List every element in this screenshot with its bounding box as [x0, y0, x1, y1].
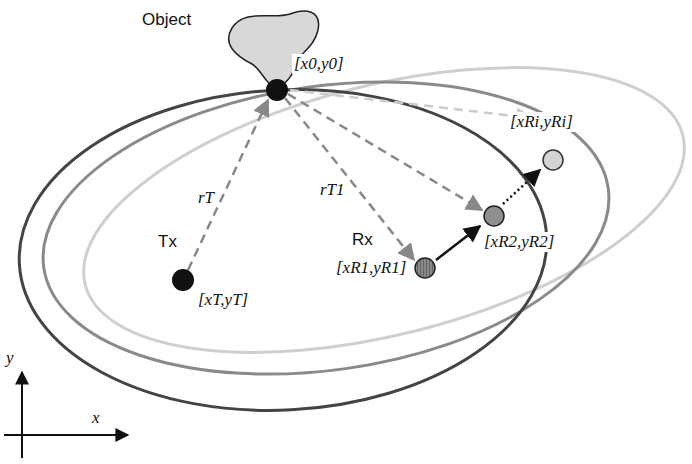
point-label: [xT,yT] — [196, 290, 250, 310]
point-label: [xRi,yRi] — [508, 112, 575, 132]
motion-arrow — [503, 170, 540, 204]
point-label: [xR1,yR1] — [334, 258, 408, 278]
reflection-point — [266, 79, 288, 101]
ellipse — [55, 14, 692, 406]
path-arrow — [188, 100, 268, 270]
receiver-point — [543, 150, 563, 170]
transmitter-point — [172, 269, 194, 291]
motion-arrow — [436, 226, 480, 260]
point-label: Rx — [350, 230, 375, 250]
path-arrow — [288, 94, 482, 210]
receiver-point — [415, 258, 435, 278]
point-label: y — [4, 348, 16, 368]
ellipse — [11, 76, 555, 423]
path-arrow — [285, 98, 414, 260]
axis — [4, 434, 128, 436]
point-label: [x0,y0] — [292, 54, 346, 74]
point-label: rT1 — [318, 180, 347, 200]
axis — [21, 372, 23, 458]
path-arrow — [290, 90, 532, 118]
point-label: [xR2,yR2] — [482, 232, 556, 252]
point-label: rT — [196, 188, 216, 208]
receiver-point — [484, 206, 504, 226]
object-shape — [229, 11, 319, 86]
ellipse — [24, 48, 628, 409]
point-label: Object — [140, 10, 193, 30]
point-label: x — [90, 408, 102, 428]
point-label: Tx — [156, 232, 179, 252]
